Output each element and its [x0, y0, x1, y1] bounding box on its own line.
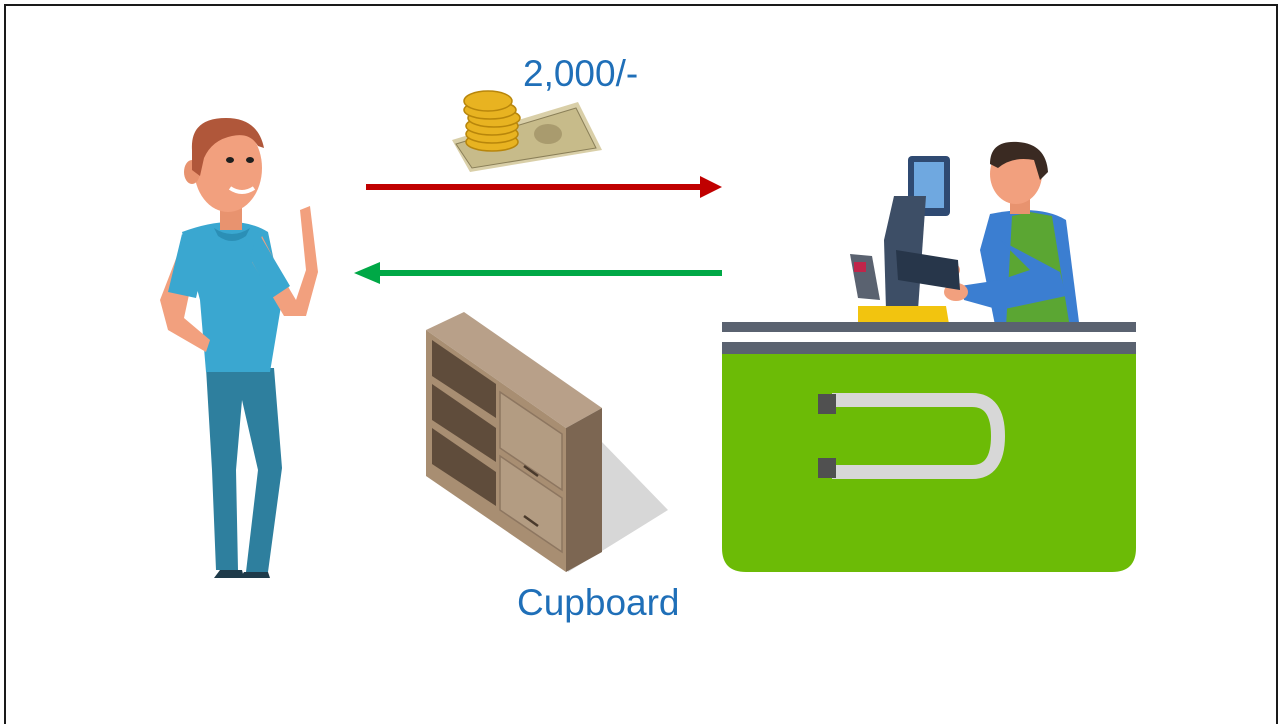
- cupboard-label: Cupboard: [517, 582, 680, 623]
- return-arrow-head: [354, 262, 380, 284]
- price-label: 2,000/-: [523, 53, 639, 94]
- payment-arrow-head: [700, 176, 722, 198]
- checkout-counter: [722, 322, 1136, 572]
- customer-illustration: [160, 118, 318, 578]
- slide-frame: [4, 4, 1278, 724]
- cupboard-illustration: [426, 312, 668, 572]
- cashier-illustration: [940, 141, 1080, 330]
- cash-register: [850, 156, 960, 330]
- money-icon: [452, 90, 602, 172]
